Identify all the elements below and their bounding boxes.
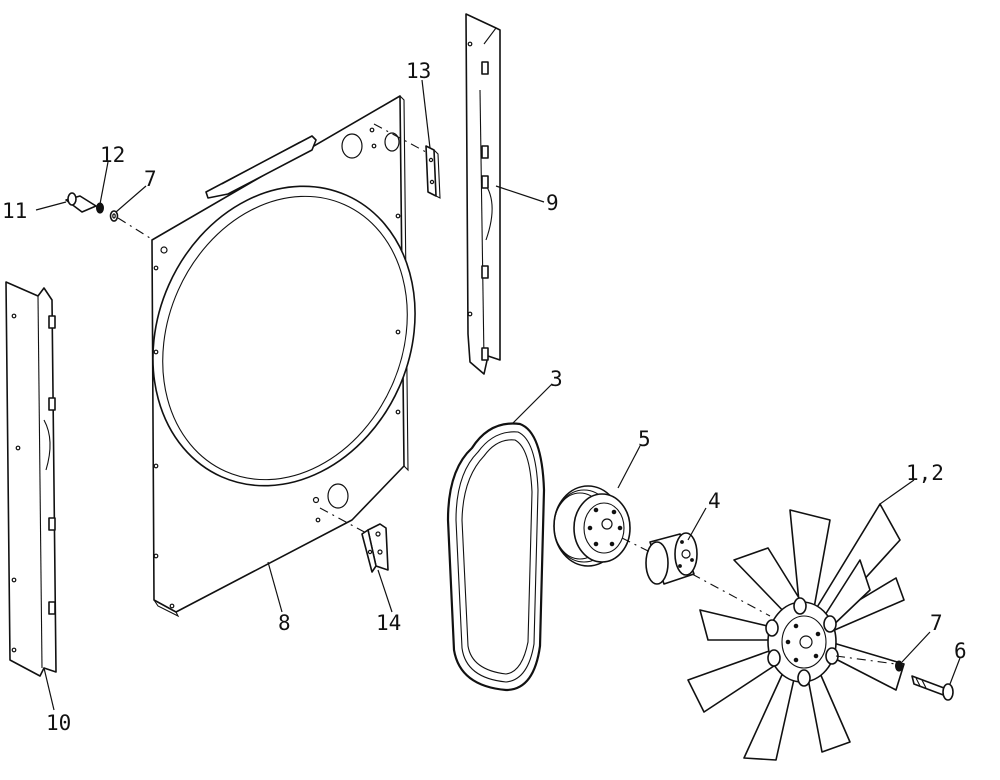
callout-12: 12 xyxy=(100,143,125,167)
part-3-belt xyxy=(446,422,546,692)
part-9-side-channel xyxy=(465,13,501,375)
part-12-washer xyxy=(96,202,104,214)
callout-14: 14 xyxy=(376,611,401,635)
assembly-centerlines xyxy=(117,123,897,665)
part-5-pulley xyxy=(553,485,631,567)
callout-5: 5 xyxy=(638,427,651,451)
part-7-washer-bottom xyxy=(895,660,903,672)
part-11-bolt xyxy=(65,192,97,213)
part-7-washer-top xyxy=(109,210,119,222)
callout-11: 11 xyxy=(2,199,27,223)
part-1-2-fan xyxy=(687,503,905,761)
callout-13: 13 xyxy=(406,59,431,83)
callout-1-2: 1,2 xyxy=(906,461,944,485)
callout-labels: 1,2 3 4 5 6 7 7 8 9 10 11 12 13 14 xyxy=(2,59,967,735)
part-10-side-channel xyxy=(5,281,57,677)
callout-7-bottom: 7 xyxy=(930,611,943,635)
part-13-bracket xyxy=(425,145,441,199)
callout-3: 3 xyxy=(550,367,563,391)
leader-lines xyxy=(35,79,961,711)
callout-7-top: 7 xyxy=(144,167,157,191)
callout-8: 8 xyxy=(278,611,291,635)
callout-9: 9 xyxy=(546,191,559,215)
part-6-bolt xyxy=(911,675,954,701)
part-14-bracket xyxy=(361,523,389,573)
callout-4: 4 xyxy=(708,489,721,513)
callout-10: 10 xyxy=(46,711,71,735)
part-4-spacer xyxy=(645,532,698,585)
callout-6: 6 xyxy=(954,639,967,663)
part-8-fan-shroud xyxy=(151,95,416,618)
